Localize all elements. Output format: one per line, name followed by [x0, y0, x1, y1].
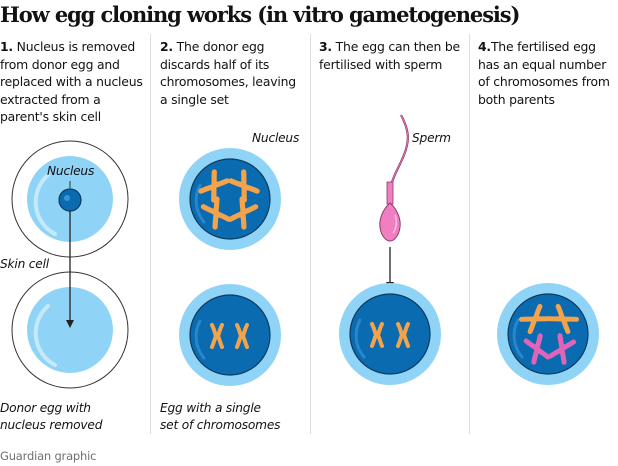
egg-single-set [179, 284, 281, 386]
credit: Guardian graphic [0, 449, 97, 463]
step-1-description: Nucleus is removed from donor egg and re… [0, 39, 143, 124]
column-divider [469, 34, 470, 434]
egg-ready-for-fertilisation [339, 283, 441, 385]
donor-egg-label-line1: Donor egg with [0, 401, 91, 415]
sperm-label: Sperm [412, 131, 451, 145]
skin-cell-label: Skin cell [0, 257, 49, 271]
page-title: How egg cloning works (in vitro gametoge… [0, 2, 520, 27]
single-set-label-line1: Egg with a single [160, 401, 261, 415]
step-2-text: 2. The donor egg discards half of its ch… [160, 38, 305, 108]
step-1-number: 1. [0, 39, 13, 54]
nucleus-label: Nucleus [47, 164, 95, 178]
step-2-description: The donor egg discards half of its chrom… [160, 39, 296, 107]
step-3-description: The egg can then be fertilised with sper… [319, 39, 460, 72]
step-4-number: 4. [478, 39, 491, 54]
step-1-text: 1. Nucleus is removed from donor egg and… [0, 38, 145, 126]
column-divider [150, 34, 151, 434]
skin-cell-nucleus [58, 188, 82, 212]
step-3-text: 3. The egg can then be fertilised with s… [319, 38, 464, 73]
step-3-number: 3. [319, 39, 332, 54]
fertilised-egg [497, 283, 599, 385]
donor-egg-label-line2: nucleus removed [0, 418, 103, 432]
donor-egg-with-nucleus [179, 148, 281, 250]
single-set-label-line2: set of chromosomes [160, 418, 281, 432]
donor-egg [11, 271, 129, 389]
nucleus-label-2: Nucleus [252, 131, 300, 145]
step-2-number: 2. [160, 39, 173, 54]
column-divider [310, 34, 311, 434]
sperm [379, 114, 409, 242]
step-4-text: 4.The fertilised egg has an equal number… [478, 38, 618, 108]
step-4-description: The fertilised egg has an equal number o… [478, 39, 610, 107]
